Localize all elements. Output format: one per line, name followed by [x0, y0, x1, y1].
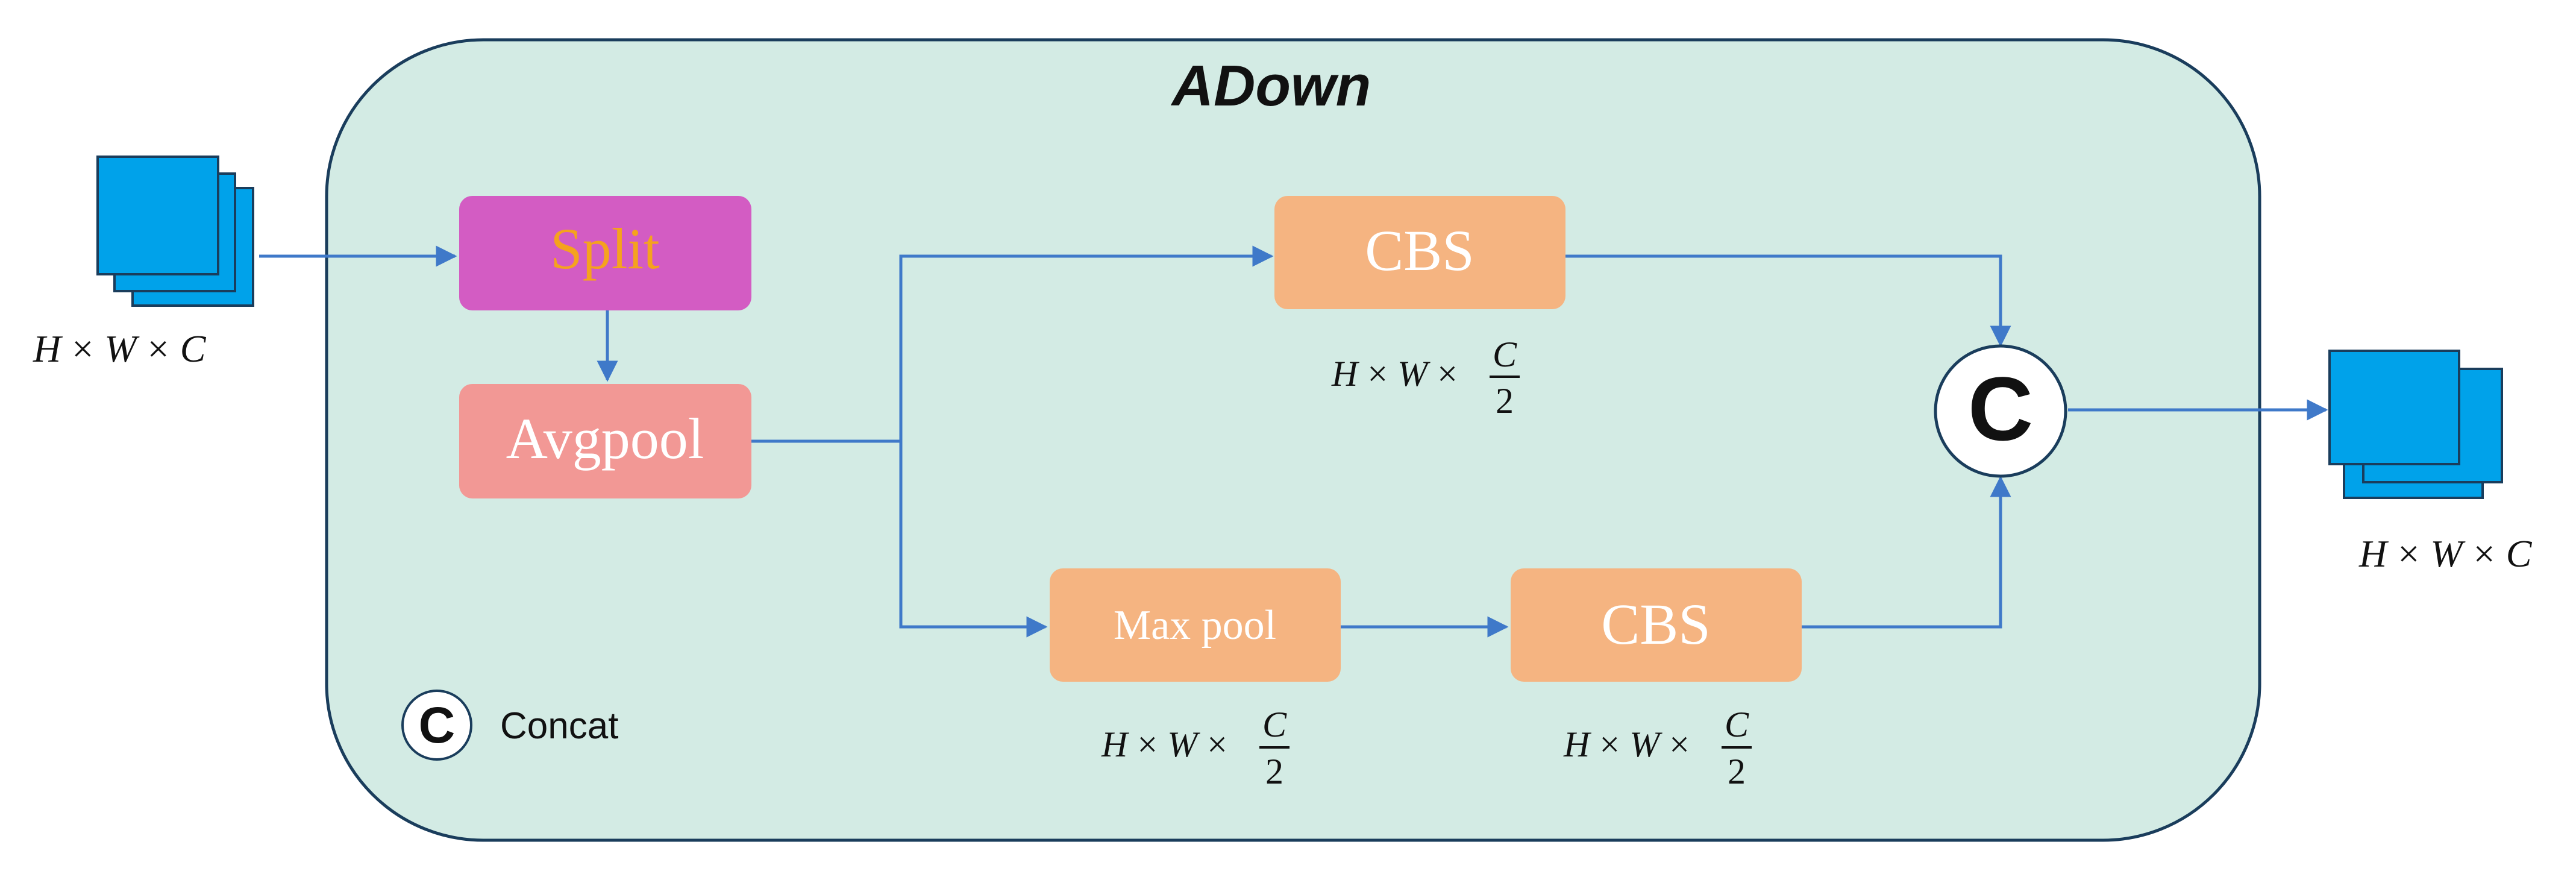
split-block: Split — [459, 196, 751, 310]
output-feature-map-icon — [2328, 350, 2503, 499]
cbs-bottom-label: CBS — [1601, 592, 1710, 656]
maxpool-dims-label: H×W× C 2 — [1101, 705, 1290, 791]
cbs-bottom-block: CBS — [1511, 568, 1802, 682]
arrow-cbs-top-to-concat — [1565, 254, 2011, 347]
svg-text:H×W×: H×W× — [1101, 725, 1227, 764]
cbs-top-block: CBS — [1274, 196, 1565, 309]
svg-text:C: C — [1725, 705, 1749, 744]
cbs-top-label: CBS — [1365, 218, 1474, 283]
input-feature-map-icon — [96, 156, 254, 307]
svg-text:2: 2 — [1728, 752, 1746, 791]
svg-text:C: C — [1493, 335, 1517, 374]
avgpool-label: Avgpool — [506, 406, 704, 471]
svg-text:H×W×: H×W× — [1331, 354, 1458, 394]
legend-concat-symbol: C — [419, 697, 456, 753]
maxpool-label: Max pool — [1114, 602, 1276, 649]
arrow-branch-to-maxpool — [899, 441, 1048, 638]
concat-legend: C Concat — [401, 690, 618, 761]
legend-concat-label: Concat — [500, 705, 618, 747]
svg-text:C: C — [1262, 705, 1287, 744]
maxpool-block: Max pool — [1050, 568, 1341, 682]
cbs-top-dims-label: H×W× C 2 — [1331, 335, 1520, 421]
svg-text:2: 2 — [1265, 752, 1283, 791]
connectors — [259, 245, 2328, 638]
split-label: Split — [550, 216, 660, 281]
output-dims-label: H×W×C — [2358, 532, 2533, 575]
concat-node: C — [1934, 344, 2067, 478]
svg-text:H×W×: H×W× — [1563, 725, 1690, 764]
diagram-title: ADown — [1171, 54, 1371, 118]
avgpool-block: Avgpool — [459, 384, 751, 498]
arrow-branch-to-cbs-top — [899, 245, 1274, 441]
concat-symbol: C — [1968, 358, 2033, 459]
input-dims-label: H×W×C — [33, 327, 207, 370]
arrow-cbs-bottom-to-concat — [1802, 476, 2011, 629]
cbs-bottom-dims-label: H×W× C 2 — [1563, 705, 1752, 791]
svg-text:2: 2 — [1496, 381, 1514, 421]
